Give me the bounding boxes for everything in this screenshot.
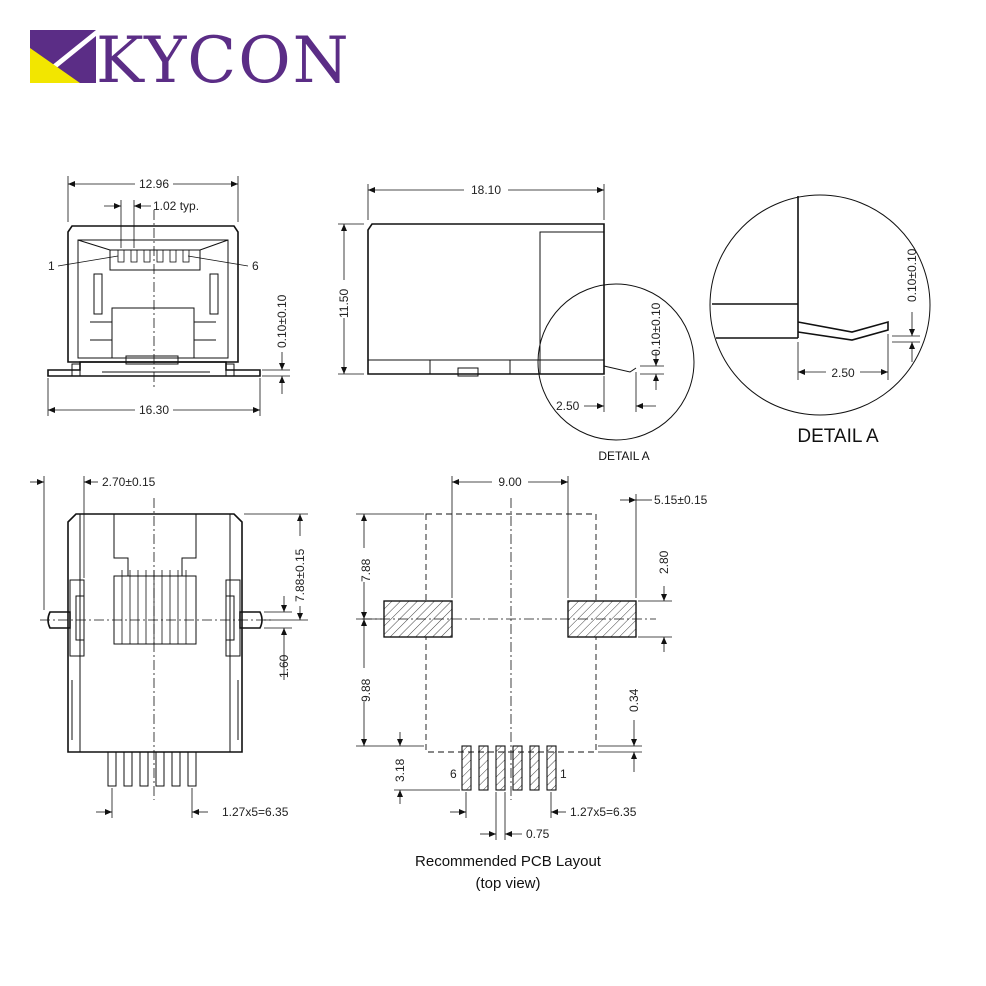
dim-pad-width: 2.80 <box>657 550 671 574</box>
logo-yellow-shape <box>30 48 80 83</box>
dim-coplanarity: 0.10±0.10 <box>275 294 289 348</box>
dim-length: 18.10 <box>471 183 501 197</box>
pcb-layout: 9.00 5.15±0.15 2.80 7.88 9.88 0.34 <box>356 474 708 892</box>
side-view: 18.10 11.50 0.10±0.10 2.50 DETAIL A <box>336 182 695 463</box>
logo-text: KYCON <box>96 24 351 98</box>
dim-pin-pitch-top: 1.27x5=6.35 <box>222 805 289 819</box>
front-view: 12.96 1.02 typ. 1 6 0.10±0.10 16.30 <box>47 176 290 417</box>
dim-pin-offset: 3.18 <box>393 758 407 782</box>
dim-coplanarity-side: 0.10±0.10 <box>649 302 663 356</box>
pcb-pin-label-left: 6 <box>450 767 457 781</box>
dim-post-offset: 2.70±0.15 <box>102 475 156 489</box>
pin-label-left: 1 <box>48 259 55 273</box>
kycon-logo: KYCON <box>30 24 351 98</box>
detail-label-small: DETAIL A <box>598 449 649 463</box>
dim-height: 11.50 <box>337 289 351 318</box>
dim-width-top: 12.96 <box>139 177 169 191</box>
dim-post-pos: 7.88±0.15 <box>293 548 307 602</box>
pcb-caption-title: Recommended PCB Layout <box>415 853 602 870</box>
pcb-caption-subtitle: (top view) <box>475 875 540 892</box>
dim-lead-side: 2.50 <box>556 399 580 413</box>
dim-post-dia: 1.60 <box>277 654 291 678</box>
pcb-pin-label-right: 1 <box>560 767 567 781</box>
dim-pitch: 1.02 typ. <box>153 199 199 213</box>
detail-title: DETAIL A <box>797 426 879 447</box>
top-view: 2.70±0.15 7.88±0.15 1.60 1.27x5=6.35 <box>30 475 308 819</box>
dim-pad-height: 5.15±0.15 <box>654 493 708 507</box>
detail-a: 0.10±0.10 2.50 DETAIL A <box>709 194 931 447</box>
dim-upper: 7.88 <box>359 558 373 582</box>
dim-lower: 9.88 <box>359 678 373 702</box>
dim-edge: 0.34 <box>627 688 641 712</box>
dim-pin-width: 0.75 <box>526 827 550 841</box>
detail-dim-lead: 2.50 <box>831 366 855 380</box>
dim-width-bottom: 16.30 <box>139 403 169 417</box>
pin-label-right: 6 <box>252 259 259 273</box>
pcb-pin-pads <box>461 745 557 791</box>
dim-pad-spacing: 9.00 <box>498 475 522 489</box>
dim-pin-pitch-pcb: 1.27x5=6.35 <box>570 805 637 819</box>
detail-dim-coplanarity: 0.10±0.10 <box>905 248 919 302</box>
